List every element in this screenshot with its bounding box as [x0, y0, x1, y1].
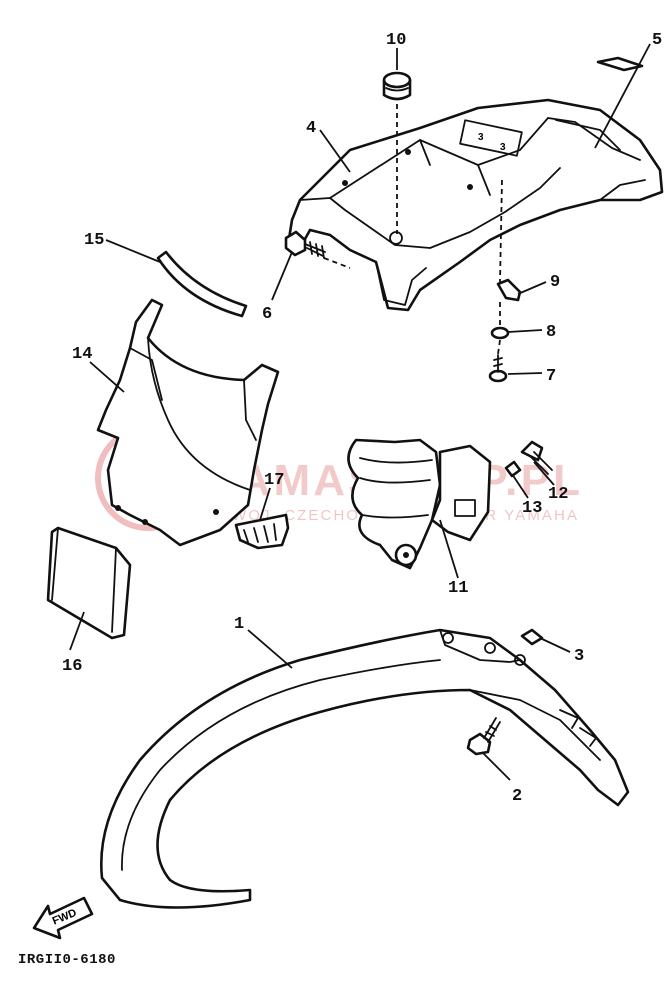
part-17-band — [234, 513, 290, 550]
svg-text:3: 3 — [478, 132, 484, 143]
callout-2: 2 — [512, 787, 522, 806]
callout-numbers: 1 2 3 4 5 6 7 8 9 10 11 12 13 14 15 16 1… — [62, 31, 662, 806]
callout-4: 4 — [306, 119, 316, 138]
callout-12: 12 — [548, 485, 568, 504]
part-4-rear-fender-upper: 3 3 — [286, 98, 664, 312]
callout-15: 15 — [84, 231, 104, 250]
svg-text:3: 3 — [500, 142, 506, 153]
part-14-inner-fender — [96, 298, 280, 547]
callout-5: 5 — [652, 31, 662, 50]
callout-leaders — [69, 43, 651, 781]
part-11-bracket — [347, 438, 492, 570]
part-10-grommet — [382, 71, 412, 101]
part-5-pad — [596, 56, 644, 72]
parts-12-13-fasteners — [504, 440, 553, 478]
part-15-seal-strip — [156, 250, 248, 318]
callout-11: 11 — [448, 579, 468, 598]
diagram-code: IRGII0-6180 — [18, 952, 116, 968]
callout-3: 3 — [574, 647, 584, 666]
part-6-bolt — [284, 230, 326, 259]
callout-1: 1 — [234, 615, 244, 634]
part-1-rear-fender — [100, 628, 630, 909]
callout-9: 9 — [550, 273, 560, 292]
fwd-arrow-icon: FWD — [32, 896, 94, 940]
callout-16: 16 — [62, 657, 82, 676]
callout-14: 14 — [72, 345, 92, 364]
callout-7: 7 — [546, 367, 556, 386]
callout-6: 6 — [262, 305, 272, 324]
callout-13: 13 — [522, 499, 542, 518]
callout-8: 8 — [546, 323, 556, 342]
callout-10: 10 — [386, 31, 406, 50]
parts-7-8-9-fasteners — [488, 278, 522, 383]
parts-2-3-fasteners — [466, 628, 544, 756]
callout-17: 17 — [264, 471, 284, 490]
part-16-flap — [46, 526, 132, 640]
